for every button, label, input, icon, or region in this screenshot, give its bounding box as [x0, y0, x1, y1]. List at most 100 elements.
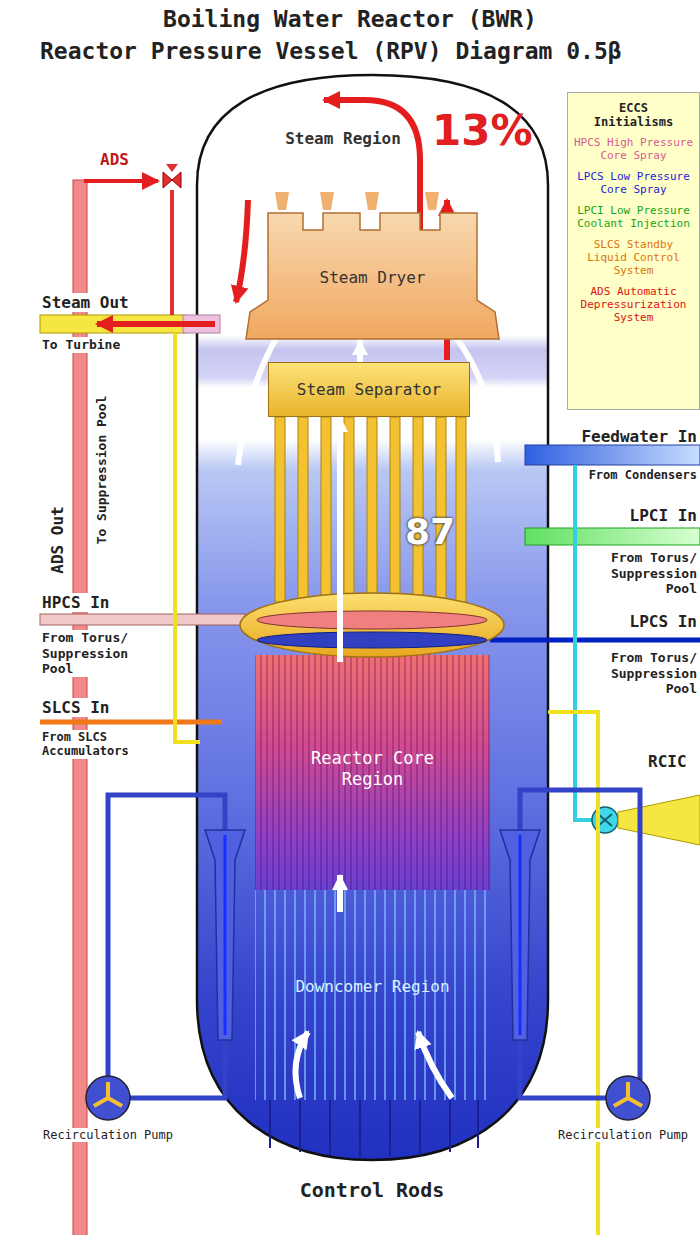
feed-pipes: [618, 795, 700, 845]
control-rod-drives: [270, 1100, 478, 1157]
component-box: Steam Dryer: [245, 212, 500, 340]
jet-pumps: [205, 830, 245, 1040]
flow-arrows: [84, 179, 158, 183]
vessel: [197, 75, 548, 1160]
control-rod-drives: [419, 1100, 421, 1155]
recirculation-loops: [130, 1040, 225, 1098]
feed-pipes: [525, 445, 700, 465]
part-label: Control Rods: [300, 1178, 445, 1202]
pipe-note: From Condensers: [589, 468, 697, 482]
feed-pipes: [40, 614, 245, 625]
steam-dryer-nozzles: [425, 192, 439, 210]
pipe-label: LPCS In: [630, 612, 697, 631]
flow-arrow: [337, 875, 343, 912]
core-region: [255, 655, 490, 890]
core-region: [255, 655, 490, 1100]
standpipes: [390, 417, 400, 602]
region-label: Steam Region: [278, 126, 408, 152]
pump-symbol: Recirculation Pump: [33, 1076, 183, 1156]
pipe-note: From Torus/ Suppression Pool: [587, 550, 697, 597]
feed-pipes: [166, 164, 178, 172]
pump-icon: [604, 1074, 652, 1122]
pipe-label: ADS: [100, 150, 129, 169]
steam-dryer-nozzles: [365, 192, 379, 210]
node-text: Downcomer Region: [295, 977, 449, 996]
pump-icon: [614, 1082, 642, 1106]
pipe-note: From Torus/ Suppression Pool: [42, 630, 152, 677]
flow-arrow: [357, 340, 363, 362]
jet-pumps: [224, 835, 227, 1035]
pipe-label: ADS Out: [48, 506, 67, 573]
feed-pipes: [170, 190, 174, 315]
control-rod-drives: [359, 1100, 361, 1157]
subtitle: Reactor Pressure Vessel (RPV) Diagram 0.…: [40, 38, 622, 66]
pipe-label: SLCS In: [42, 698, 109, 717]
vessel: [197, 75, 548, 1160]
legend-entry: LPCS Low Pressure Core Spray: [572, 171, 695, 197]
legend-entry: LPCI Low Pressure Coolant Injection: [572, 205, 695, 231]
pipe-label: Feedwater In: [581, 427, 697, 446]
legend-box: ECCS InitialismsHPCS High Pressure Core …: [567, 92, 700, 410]
percent-label: 87: [405, 510, 455, 553]
region-label: Reactor Core Region: [255, 662, 490, 875]
component-box: Steam Separator: [268, 362, 470, 417]
standpipes: [321, 417, 331, 602]
standpipes: [275, 417, 285, 602]
legend-entry: ADS Automatic Depressurization System: [572, 286, 695, 325]
pipe-label: LPCI In: [630, 506, 697, 525]
feed-pipes: [163, 172, 181, 188]
diagram-title: Boiling Water Reactor (BWR): [0, 6, 700, 34]
node-text: Reactor Core Region: [298, 748, 448, 789]
control-rod-drives: [269, 1100, 271, 1148]
pump-icon: [94, 1082, 122, 1106]
pipe-note: To Turbine: [42, 337, 120, 353]
standpipes: [367, 417, 377, 602]
pipe-label: HPCS In: [42, 593, 109, 612]
node-text: Recirculation Pump: [41, 1128, 175, 1142]
standpipes: [275, 417, 466, 602]
node-text: Steam Separator: [297, 380, 442, 399]
pump-icon: [86, 1076, 130, 1120]
recirculation-loops: [108, 790, 640, 1098]
flow-arrows: [84, 100, 498, 1098]
node-text: Steam Region: [285, 129, 401, 148]
node-text: Recirculation Pump: [556, 1128, 690, 1142]
steam-dryer-nozzles: [320, 192, 334, 210]
control-rod-drives: [299, 1100, 301, 1152]
dryer-outline: [246, 213, 499, 339]
steam-dryer-nozzles: [275, 192, 439, 210]
flow-arrows: [296, 1032, 309, 1098]
recirculation-loops: [520, 1040, 606, 1098]
standpipes: [344, 417, 354, 602]
legend-entry: SLCS Standby Liquid Control System: [572, 239, 695, 278]
legend-entry: HPCS High Pressure Core Spray: [572, 137, 695, 163]
feed-pipes: [175, 333, 200, 742]
standpipes: [456, 417, 466, 602]
flow-arrow: [337, 417, 343, 662]
shroud-head: [257, 611, 487, 629]
pipe-label: RCIC: [648, 752, 687, 771]
feed-pipes: [525, 528, 700, 545]
control-rod-drives: [477, 1100, 479, 1148]
pump-symbol: Recirculation Pump: [548, 1076, 698, 1156]
feed-pipes: [575, 465, 592, 820]
flow-arrows: [236, 200, 248, 302]
pump-icon: [84, 1074, 132, 1122]
control-rod-drives: [449, 1100, 451, 1152]
percent-label: 13%: [432, 106, 533, 156]
jet-pumps: [519, 835, 522, 1035]
control-rod-drives: [329, 1100, 331, 1155]
standpipes: [413, 417, 423, 602]
legend-heading: ECCS Initialisms: [584, 101, 684, 129]
jet-pumps: [500, 830, 540, 1040]
flow-arrows: [97, 321, 215, 327]
pipe-note: From Torus/ Suppression Pool: [587, 650, 697, 697]
jet-pumps: [205, 830, 540, 1040]
feed-pipes: [40, 720, 222, 725]
feed-pipes: [598, 814, 612, 826]
standpipes: [436, 417, 446, 602]
pipe-note: From SLCS Accumulators: [42, 730, 152, 759]
flow-arrows: [418, 1032, 452, 1098]
